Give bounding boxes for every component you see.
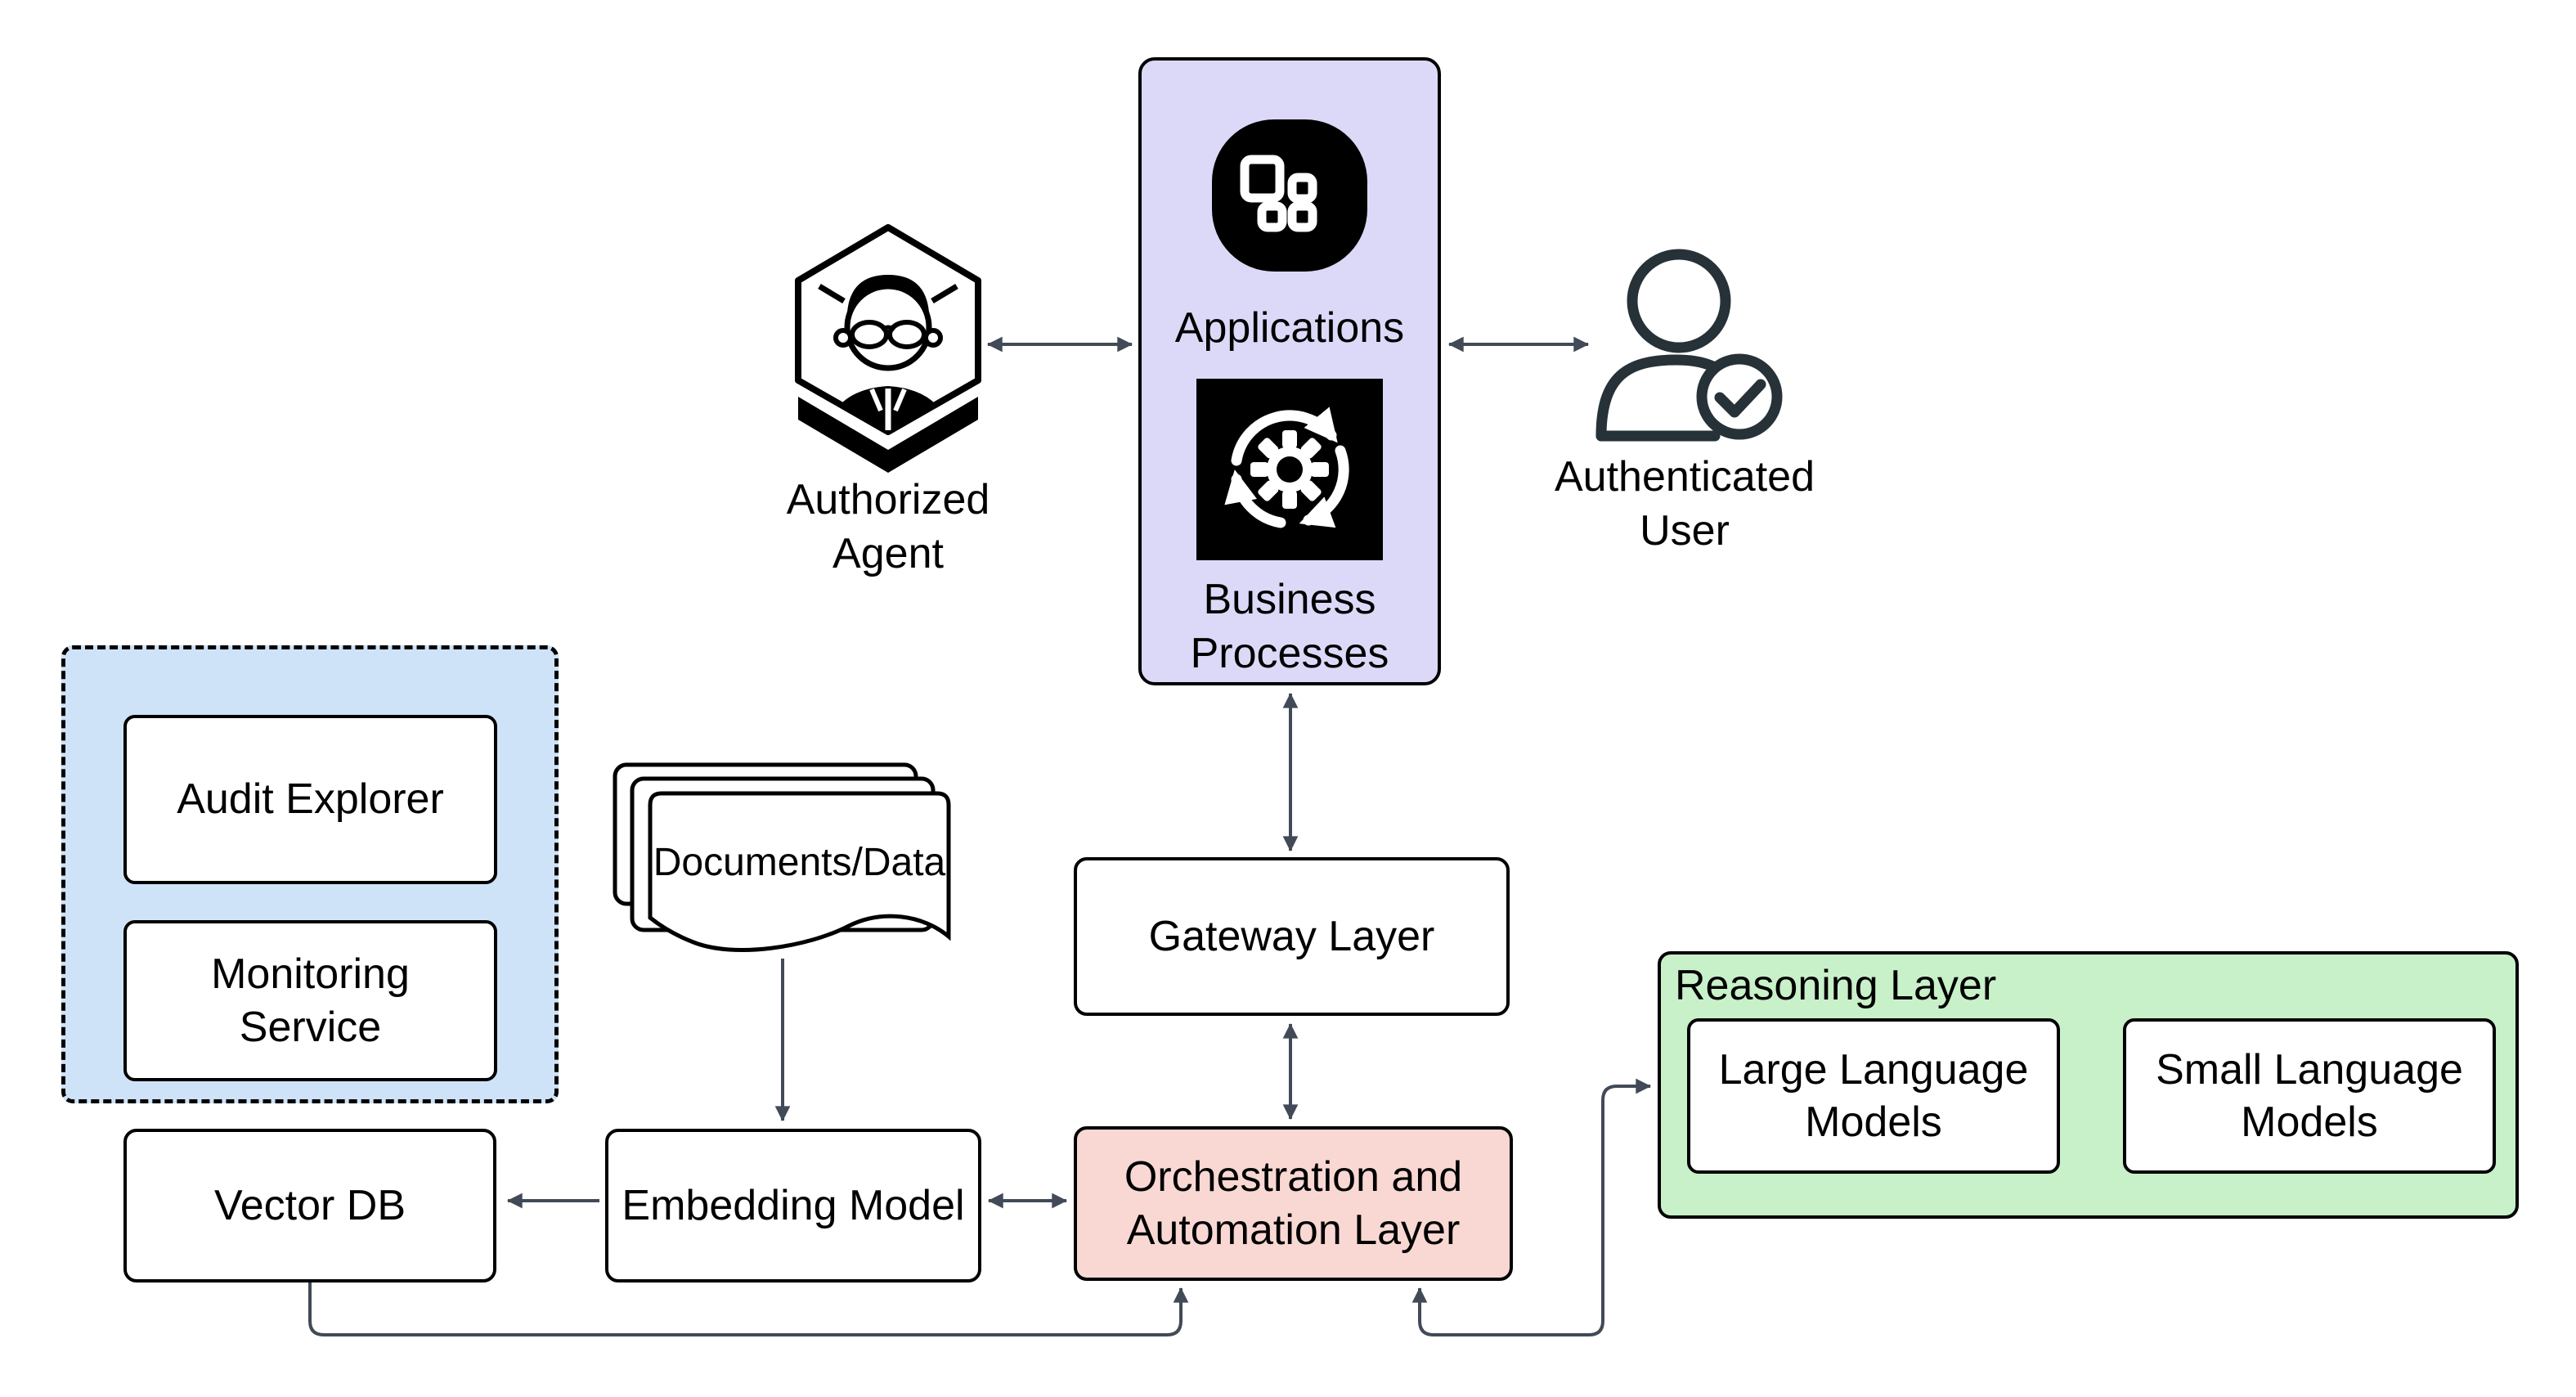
audit-explorer-box: Audit Explorer — [123, 715, 497, 884]
applications-label: Applications — [1174, 304, 1405, 352]
documents-data-label: Documents/Data — [653, 841, 946, 884]
large-language-models-box: Large Language Models — [1687, 1018, 2060, 1174]
connector-orchestration-reasoning — [1411, 1078, 1652, 1336]
business-processes-label: Business Processes — [1190, 576, 1389, 677]
authorized-agent-icon — [795, 224, 981, 473]
authorized-agent-label: Authorized Agent — [786, 476, 990, 577]
monitoring-service-box: Monitoring Service — [123, 920, 497, 1081]
authenticated-user-label: Authenticated User — [1554, 453, 1815, 555]
embedding-model-box: Embedding Model — [605, 1129, 981, 1282]
small-language-models-box: Small Language Models — [2123, 1018, 2496, 1174]
orchestration-layer-box: Orchestration and Automation Layer — [1074, 1126, 1513, 1281]
business-processes-icon — [1196, 379, 1383, 560]
vector-db-box: Vector DB — [123, 1129, 496, 1282]
authenticated-user-icon — [1595, 249, 1783, 442]
gateway-layer-box: Gateway Layer — [1074, 857, 1510, 1016]
documents-data-icon — [613, 762, 951, 952]
applications-icon — [1212, 119, 1367, 272]
connector-vectordb-orchestration — [308, 1282, 1189, 1336]
reasoning-layer-title: Reasoning Layer — [1675, 962, 1997, 1009]
